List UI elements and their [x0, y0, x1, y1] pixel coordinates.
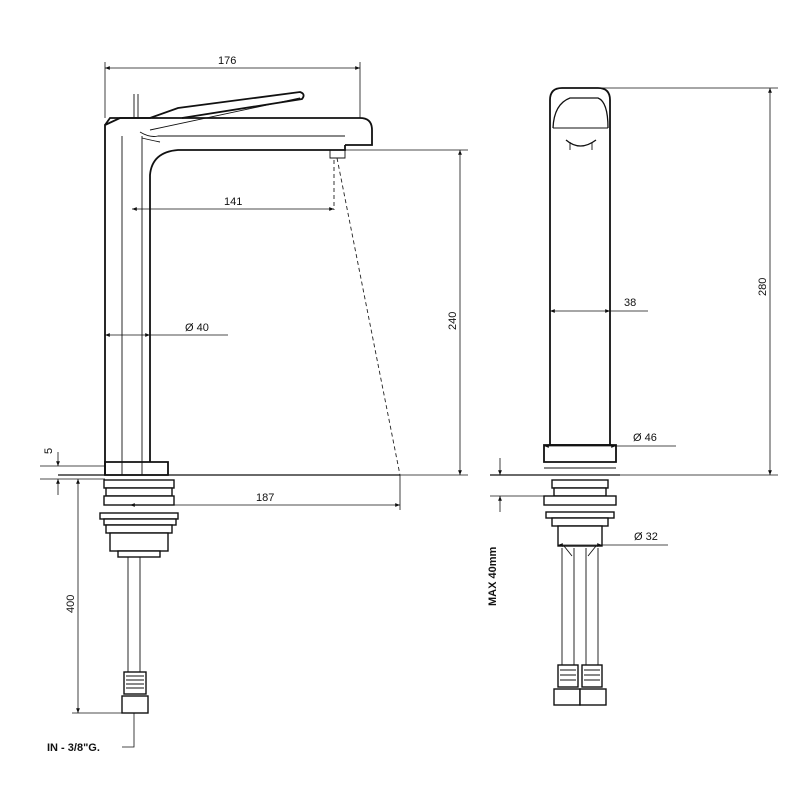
dim-d46-label: Ø 46	[633, 432, 657, 444]
dim-187-label: 187	[256, 492, 274, 504]
dim-5-label: 5	[43, 448, 55, 454]
dim-38: 38	[550, 297, 648, 313]
dim-d46: Ø 46	[544, 432, 676, 448]
dim-max40-label: MAX 40mm	[487, 546, 499, 606]
inlet-label: IN - 3/8"G.	[47, 742, 100, 754]
dim-5: 5	[40, 448, 105, 495]
side-view: 176 141 Ø 40 240 5	[40, 55, 468, 754]
dim-280-label: 280	[757, 278, 769, 296]
dim-141: 141	[132, 196, 334, 211]
dim-187: 187	[130, 475, 401, 510]
dim-141-label: 141	[224, 196, 242, 208]
dim-176-label: 176	[218, 55, 236, 67]
mounting-assembly	[58, 474, 400, 714]
dim-400: 400	[65, 479, 122, 714]
dim-400-label: 400	[65, 595, 77, 613]
front-view: 280 38 Ø 46 Ø 32 MAX 40mm	[487, 87, 778, 706]
dim-240: 240	[345, 149, 468, 476]
dim-d40: Ø 40	[105, 322, 228, 337]
dim-176: 176	[104, 55, 361, 118]
dim-280: 280	[600, 87, 778, 476]
dim-d40-label: Ø 40	[185, 322, 209, 334]
inlet-callout: IN - 3/8"G.	[47, 713, 135, 754]
dim-38-label: 38	[624, 297, 636, 309]
dim-max40: MAX 40mm	[487, 458, 544, 606]
water-jet-line	[336, 157, 401, 476]
dim-240-label: 240	[447, 312, 459, 330]
dim-d32: Ø 32	[558, 531, 668, 547]
dim-d32-label: Ø 32	[634, 531, 658, 543]
faucet-front-body	[490, 87, 620, 476]
faucet-side-body	[104, 91, 373, 476]
front-mounting-assembly	[543, 479, 617, 706]
